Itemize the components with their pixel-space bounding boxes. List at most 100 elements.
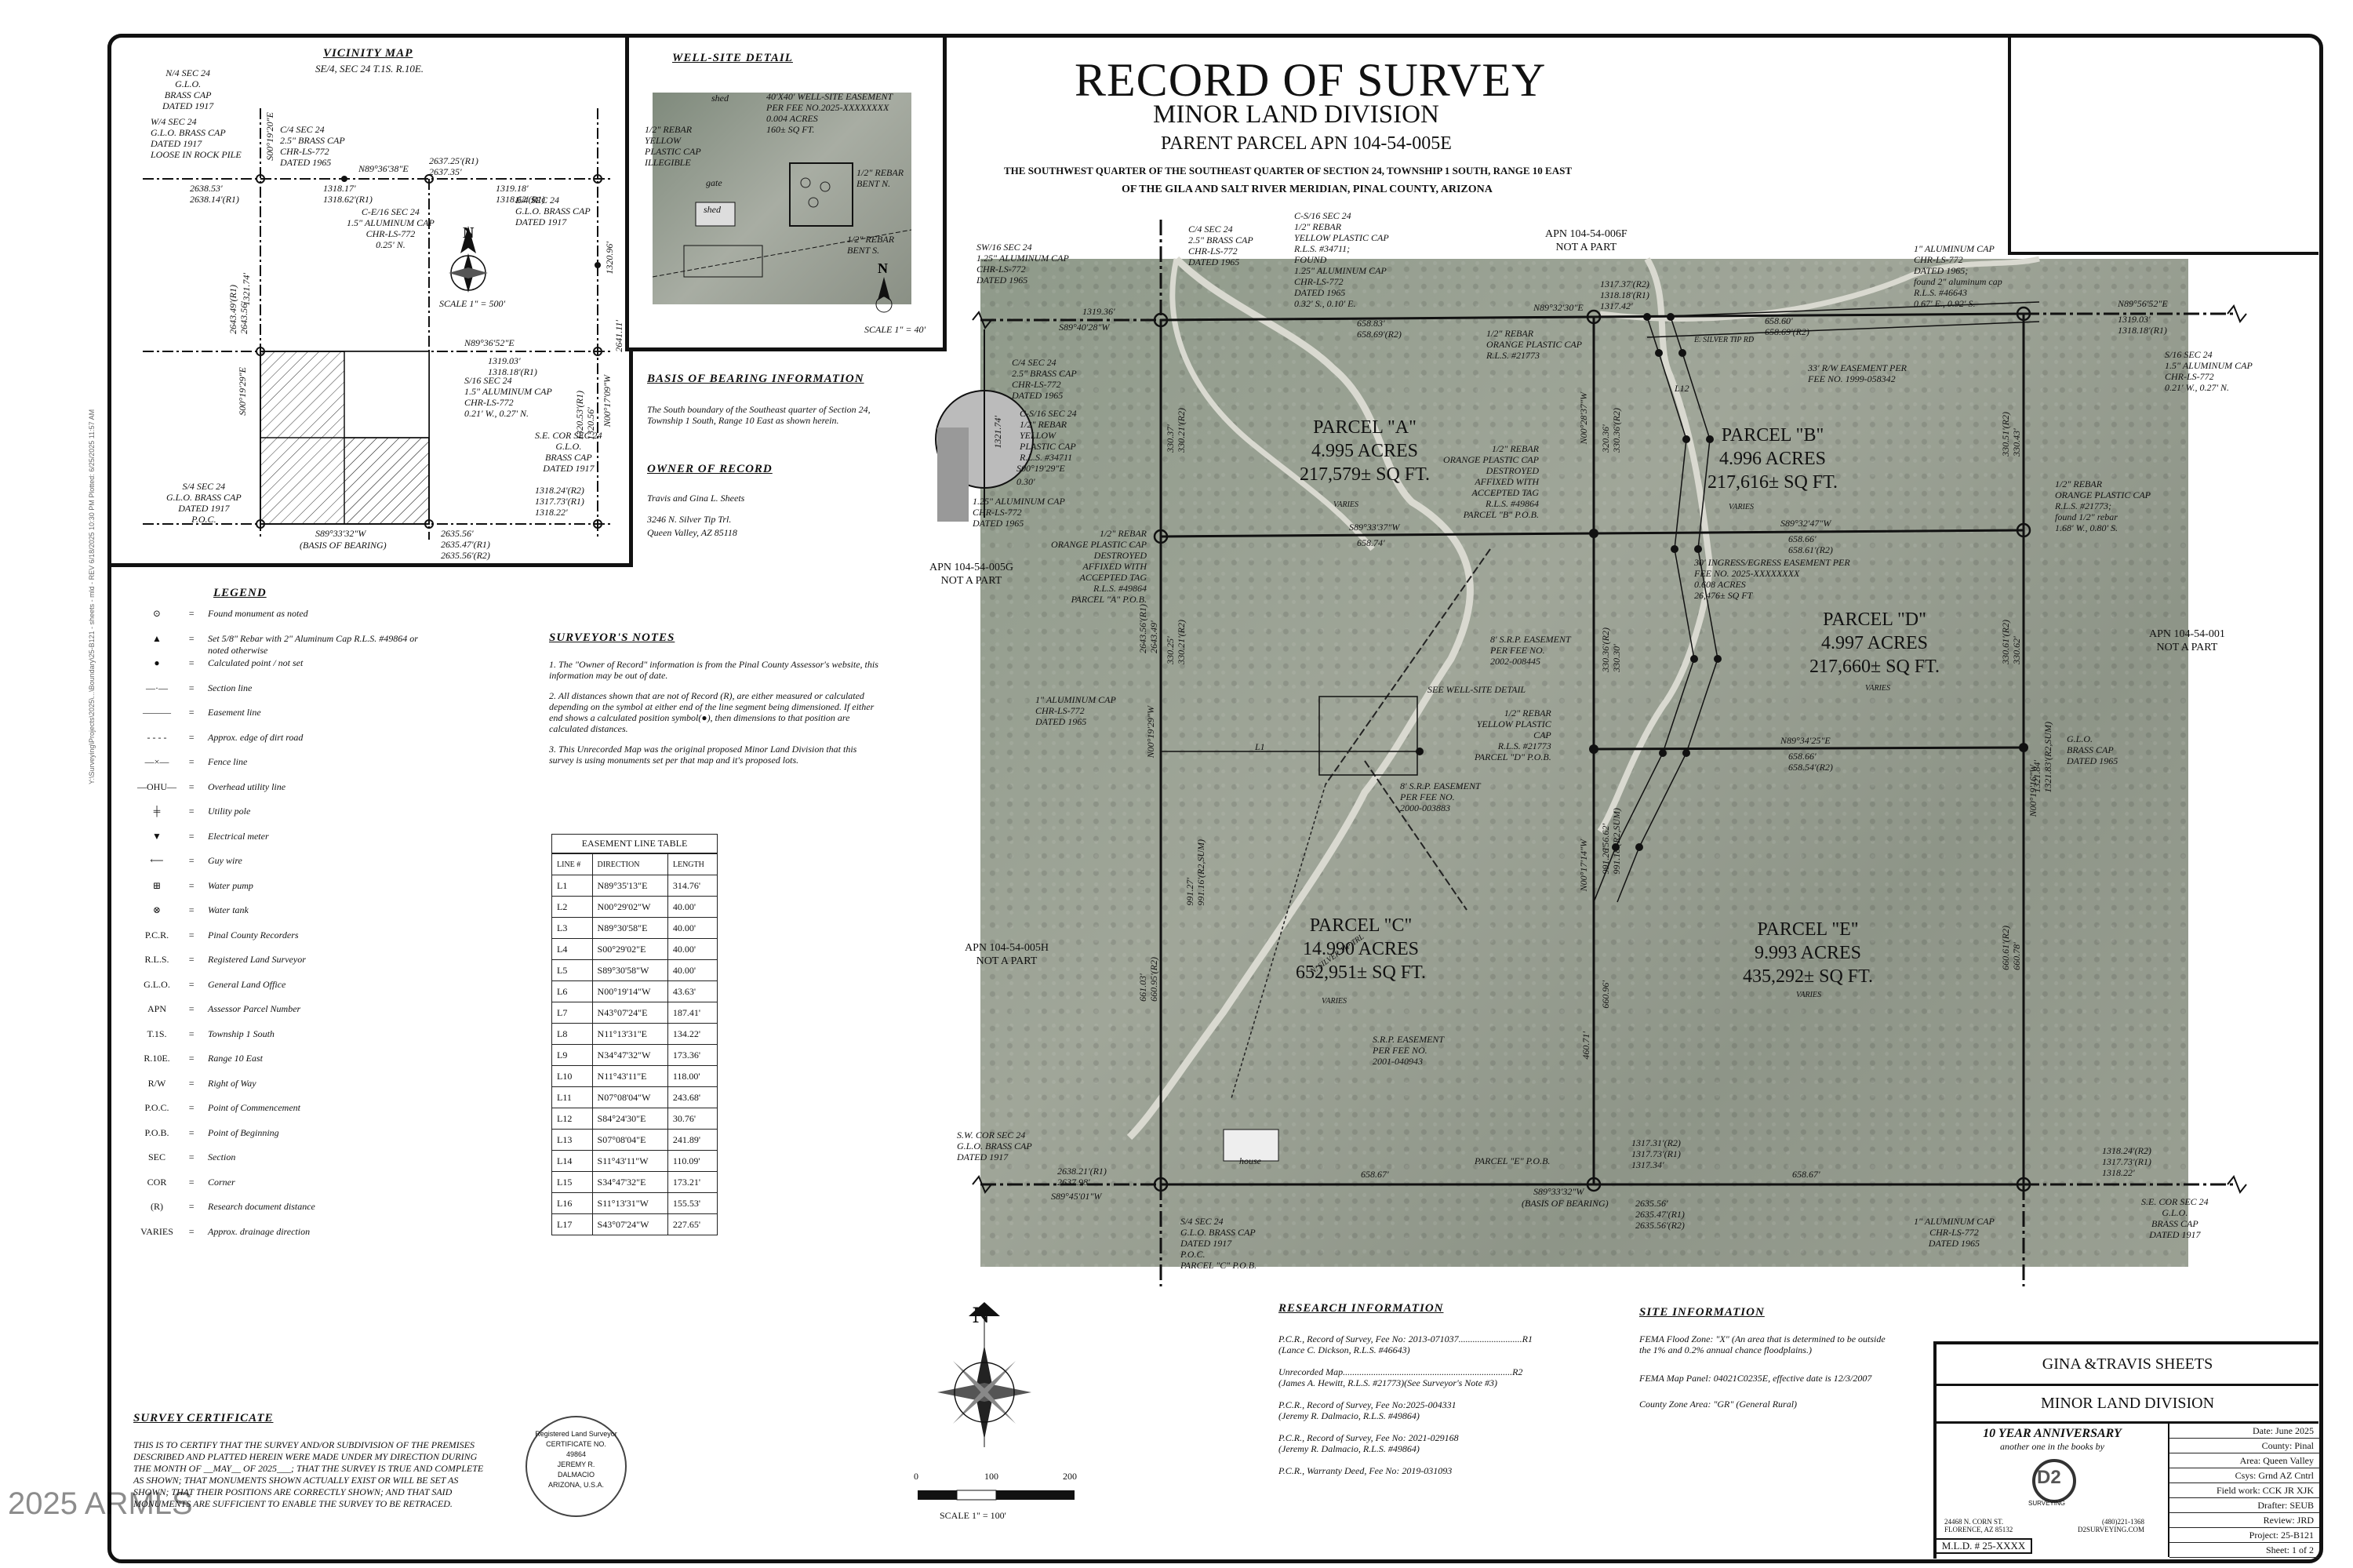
table-cell: S43°07'24"W: [591, 1213, 668, 1235]
title-block-row: County: Pinal: [2169, 1439, 2320, 1453]
compass-rose-icon: [937, 1302, 1031, 1447]
lbl-al-w: 1" ALUMINUM CAP CHR-LS-772 DATED 1965: [1035, 694, 1116, 727]
table-cell: 173.36': [667, 1044, 718, 1066]
d-bot4: 658.67': [1792, 1169, 1820, 1180]
well-rebar-1: 1/2" REBAR YELLOW PLASTIC CAP ILLEGIBLE: [645, 124, 701, 168]
title-main: RECORD OF SURVEY: [1075, 54, 1547, 106]
parcel-d-acres: 4.997 ACRES: [1820, 633, 1929, 653]
table-cell: S11°13'31"W: [591, 1192, 668, 1214]
lbl-varies-a: VARIES: [1333, 500, 1359, 509]
legend-symbol: ⊙: [152, 608, 162, 619]
legend-text: Water tank: [208, 904, 249, 915]
legend-equals: =: [188, 756, 195, 767]
table-cell: L7: [551, 1002, 593, 1024]
legend-text: Section: [208, 1151, 236, 1162]
corner-box: [2008, 34, 2318, 255]
b-top-right: N89°56'52"E: [2118, 298, 2168, 309]
legend-symbol: ╪: [153, 806, 161, 817]
table-header: DIRECTION: [591, 853, 668, 875]
table-cell: S07°08'04"E: [591, 1129, 668, 1151]
table-cell: 187.41': [667, 1002, 718, 1024]
well-shed-2: shed: [704, 204, 721, 215]
table-cell: L9: [551, 1044, 593, 1066]
legend-text: Easement line: [208, 707, 261, 718]
table-cell: 155.53': [667, 1192, 718, 1214]
legend-equals: =: [188, 1077, 195, 1089]
table-cell: L1: [551, 875, 593, 897]
legend-text: Point of Commencement: [208, 1102, 300, 1113]
d-b-s: 658.66' 658.61'(R2): [1788, 533, 1833, 555]
d-v11: 460.71': [1580, 1031, 1591, 1060]
well-site-heading: WELL-SITE DETAIL: [672, 52, 793, 64]
legend-symbol: P.C.R.: [144, 929, 169, 940]
d-v15: 660.61'(R2) 660.78': [2000, 926, 2022, 970]
table-cell: L2: [551, 896, 593, 918]
legend-text: General Land Office: [208, 978, 286, 990]
legend-equals: =: [188, 830, 195, 842]
legend-symbol: VARIES: [140, 1225, 173, 1237]
v-mid2: N00°17'14"W: [1578, 839, 1589, 892]
vic-w4: W/4 SEC 24 G.L.O. BRASS CAP DATED 1917 L…: [151, 116, 242, 160]
research-heading: RESEARCH INFORMATION: [1278, 1302, 1444, 1315]
legend-equals: =: [188, 1028, 195, 1039]
legend-symbol: ⟵: [150, 855, 164, 866]
scale-100: 100: [984, 1471, 998, 1482]
tb-client: GINA &TRAVIS SHEETS: [1937, 1344, 2318, 1386]
d-v2: 2643.56'(R1) 2643.49': [1137, 604, 1159, 653]
d-top4: 658.60' 658.69'(R2): [1765, 315, 1809, 337]
research-item: P.C.R., Record of Survey, Fee No:2025-00…: [1278, 1399, 1457, 1410]
legend-equals: =: [188, 1053, 195, 1064]
legend-text: Electrical meter: [208, 830, 269, 842]
tb-anniv-sub: another one in the books by: [2000, 1441, 2104, 1452]
parcel-b-label: PARCEL "B" 4.996 ACRES 217,616± SQ FT.: [1694, 424, 1851, 494]
lbl-varies-c: VARIES: [1322, 997, 1347, 1006]
lbl-c4: C/4 SEC 24 2.5" BRASS CAP CHR-LS-772 DAT…: [1188, 224, 1253, 267]
parcel-c-sqft: 652,951± SQ FT.: [1295, 962, 1427, 983]
table-cell: 314.76': [667, 875, 718, 897]
legend-equals: =: [188, 632, 195, 644]
well-gate: gate: [706, 177, 722, 188]
d-top5: 1319.03' 1318.18'(R1): [2118, 314, 2167, 336]
legend-symbol: SEC: [147, 1151, 165, 1162]
legend-text: Found monument as noted: [208, 608, 308, 619]
parcel-e-label: PARCEL "E" 9.993 ACRES 435,292± SQ FT.: [1726, 918, 1890, 988]
legend-symbol: T.1S.: [147, 1028, 167, 1039]
table-cell: N43°07'24"E: [591, 1002, 668, 1024]
table-cell: L13: [551, 1129, 593, 1151]
b-bottom-mid: S89°33'32"W: [1533, 1186, 1584, 1197]
lbl-varies-d: VARIES: [1865, 684, 1891, 693]
notes-list: 1. The "Owner of Record" information is …: [549, 659, 878, 775]
legend-symbol: - - - -: [147, 731, 167, 743]
legend-text: Set 5/8" Rebar with 2" Aluminum Cap R.L.…: [208, 632, 418, 656]
tb-project: MINOR LAND DIVISION: [1937, 1386, 2318, 1424]
table-cell: 118.00': [667, 1065, 718, 1087]
legend-list: ⊙ = Found monument as noted ▲ = Set 5/8" Reba…: [133, 608, 502, 1251]
legend-equals: =: [188, 707, 195, 718]
easement-table-heading: EASEMENT LINE TABLE: [551, 834, 718, 853]
seal-text: Registered Land Surveyor CERTIFICATE NO.…: [535, 1430, 617, 1489]
north-arrow-icon: [460, 226, 476, 253]
b-a-south: S89°33'37"W: [1349, 522, 1400, 533]
tb-addr: 24468 N. CORN ST. FLORENCE, AZ 85132: [1944, 1518, 2013, 1533]
d-bot3: 1317.31'(R2) 1317.73'(R1) 1317.34': [1631, 1137, 1681, 1170]
legend-text: Research document distance: [208, 1201, 315, 1212]
legend-symbol: ●: [154, 657, 160, 668]
site-flood: FEMA Flood Zone: "X" (An area that is de…: [1639, 1333, 1886, 1355]
title-block-row: Date: June 2025: [2169, 1424, 2320, 1439]
d-top1: 1319.36': [1082, 306, 1115, 317]
parcel-d-sqft: 217,660± SQ FT.: [1809, 657, 1940, 677]
d-v3: 330.25' 330.21'(R2): [1165, 620, 1187, 664]
table-cell: S89°30'58"W: [591, 959, 668, 981]
vic-bearing3: S89°33'32"W: [315, 528, 366, 539]
owner-addr1: 3246 N. Silver Tip Trl.: [647, 514, 732, 525]
legend-symbol: ▲: [152, 632, 162, 644]
parcel-c-acres: 14.990 ACRES: [1302, 939, 1420, 959]
lbl-orange-e: 1/2" REBAR ORANGE PLASTIC CAP R.L.S. #21…: [2055, 478, 2151, 533]
legend-equals: =: [188, 1003, 195, 1014]
circle-cs16: C-S/16 SEC 24 1/2" REBAR YELLOW PLASTIC …: [1020, 408, 1077, 463]
title-block-row: Field work: CCK JR XJK: [2169, 1483, 2320, 1498]
table-cell: 241.89': [667, 1129, 718, 1151]
vic-c4: C/4 SEC 24 2.5" BRASS CAP CHR-LS-772 DAT…: [280, 124, 345, 168]
